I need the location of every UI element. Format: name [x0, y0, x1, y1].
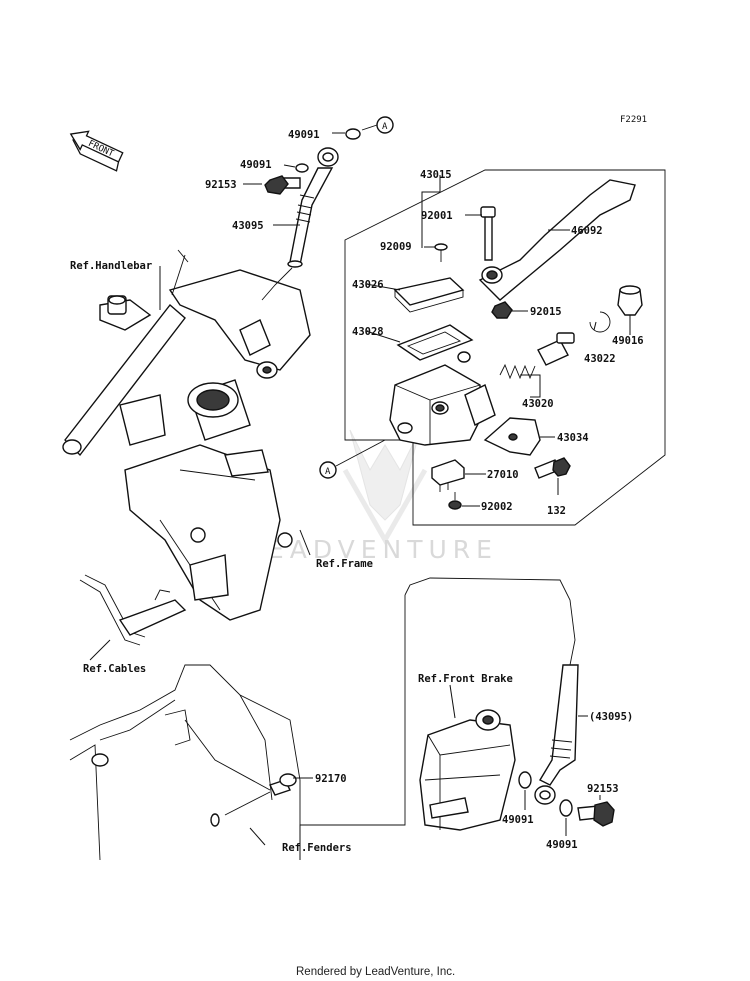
lower-hose-caliper-group — [224, 577, 615, 860]
footer-credit: Rendered by LeadVenture, Inc. — [296, 966, 455, 978]
fender-illustration — [69, 664, 301, 861]
callout-49091-top1: 49091 — [288, 129, 320, 141]
callout-49091-top2: 49091 — [240, 159, 272, 171]
diagram-code: F2291 — [620, 115, 647, 125]
callout-49091-bottom1: 49091 — [502, 814, 534, 826]
callout-92170: 92170 — [315, 773, 347, 785]
ref-handlebar-label: Ref.Handlebar — [70, 260, 152, 272]
ref-cables-label: Ref.Cables — [83, 663, 146, 675]
callout-43015: 43015 — [420, 169, 452, 181]
callout-92001: 92001 — [421, 210, 453, 222]
callout-43095-ref: (43095) — [589, 711, 633, 723]
master-cylinder-exploded-group: A — [319, 169, 666, 526]
callout-43020: 43020 — [522, 398, 554, 410]
connector-a-bottom-label: A — [325, 467, 331, 477]
handlebar-frame-illustration — [62, 249, 311, 646]
ref-fenders-label: Ref.Fenders — [282, 842, 352, 854]
front-arrow-icon: FRONT — [69, 130, 124, 172]
callout-43028: 43028 — [352, 326, 384, 338]
callout-43022: 43022 — [584, 353, 616, 365]
callout-27010: 27010 — [487, 469, 519, 481]
callout-92015: 92015 — [530, 306, 562, 318]
callout-92002: 92002 — [481, 501, 513, 513]
callout-43034: 43034 — [557, 432, 589, 444]
connector-a-top-label: A — [382, 122, 388, 132]
leader-lines — [89, 132, 631, 846]
ref-frame-label: Ref.Frame — [316, 558, 373, 570]
callout-92153-bottom: 92153 — [587, 783, 619, 795]
ref-front-brake-label: Ref.Front Brake — [418, 673, 513, 685]
callout-43026: 43026 — [352, 279, 384, 291]
part-number-labels: 49091 49091 92153 43095 43015 92001 4609… — [70, 129, 644, 854]
callout-132: 132 — [547, 505, 566, 517]
callout-49091-bottom2: 49091 — [546, 839, 578, 851]
top-hose-assembly: A — [261, 116, 394, 301]
callout-49016: 49016 — [612, 335, 644, 347]
callout-92153-top: 92153 — [205, 179, 237, 191]
callout-92009: 92009 — [380, 241, 412, 253]
callout-46092: 46092 — [571, 225, 603, 237]
callout-43095: 43095 — [232, 220, 264, 232]
